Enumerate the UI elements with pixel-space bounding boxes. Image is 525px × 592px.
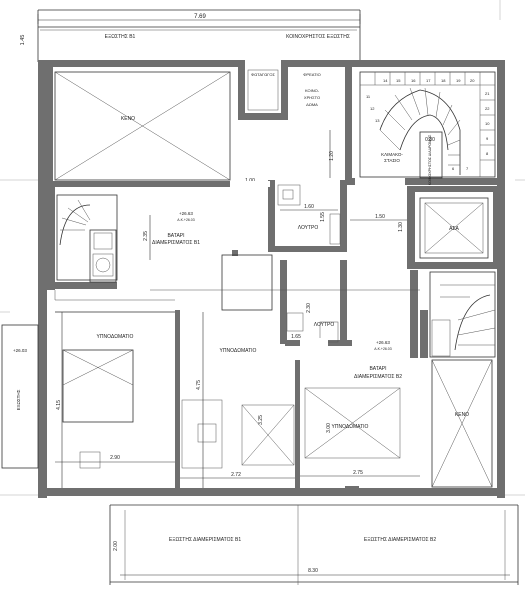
dim-lift-1-30: 1.30 (398, 222, 404, 232)
dim-bed3-2-75: 2.75 (353, 470, 363, 476)
dim-corridor-1-20: 1.20 (329, 151, 335, 161)
bottom-balcony: ΕΞΩΣΤΗΣ ΔΙΑΜΕΡΙΣΜΑΤΟΣ Β1 ΕΞΩΣΤΗΣ ΔΙΑΜΕΡΙ… (109, 504, 519, 585)
stair-num-8: 8 (486, 151, 489, 156)
dim-wc2-2-30: 2.30 (306, 303, 312, 313)
stair-num-14: 14 (383, 78, 388, 83)
dim-lift-1-50: 1.50 (375, 214, 385, 220)
label-bottom-balcony-2: ΕΞΩΣΤΗΣ ΔΙΑΜΕΡΙΣΜΑΤΟΣ Β2 (364, 537, 436, 543)
void-top-left: ΚΕΝΟ (54, 71, 231, 181)
dim-bed1-4-15: 4.15 (56, 400, 62, 410)
bath-1: 1.60 1.55 ΛΟΥΤΡΟ (277, 184, 341, 245)
dim-bottom-balcony: 2.00 (113, 541, 119, 551)
dim-bed1-2-90: 2.90 (110, 455, 120, 461)
label-west-balcony: ΕΞΩΣΤΗΣ (16, 389, 21, 410)
dim-bed2-3-25: 3.25 (258, 415, 264, 425)
walls (38, 60, 505, 498)
wc-2: 2.30 ΛΟΥΤΡΟ 1.65 (286, 303, 339, 343)
stair-num-17: 17 (426, 78, 431, 83)
label-shaft-2: ΦΡΕΑΤΙΟ (303, 72, 321, 77)
stair-num-10: 10 (485, 121, 490, 126)
label-void: ΚΕΝΟ (121, 116, 135, 122)
west-balcony: +26.03 ΕΞΩΣΤΗΣ (1, 324, 39, 469)
lift: ΑΣΑ 1.50 1.30 (350, 197, 489, 259)
stair-num-22: 22 (485, 106, 490, 111)
dim-bed2-2-72: 2.72 (231, 472, 241, 478)
label-common-space-2: ΧΡΗΣΤΟ (304, 95, 320, 100)
dim-top-width: 7.69 (194, 14, 206, 20)
stair-num-6: 6 (452, 166, 455, 171)
stair-left (56, 194, 118, 283)
stair-num-19: 19 (456, 78, 461, 83)
label-living-1: ΒΑΤΑΡΙ (167, 233, 184, 239)
upper-stair (359, 71, 496, 179)
label-level-2: +26.63 (376, 340, 390, 345)
label-living-1b: ΔΙΑΜΕΡΙΣΜΑΤΟΣ Β1 (152, 240, 200, 246)
void-lower-right: ΚΕΝΟ (431, 359, 493, 488)
stair-num-21: 21 (485, 91, 490, 96)
label-bedroom-3: ΥΠΝΟΔΩΜΑΤΙΟ (332, 424, 369, 430)
label-wc-2: ΛΟΥΤΡΟ (314, 322, 335, 328)
label-shaft-1: ΦΩΤΑΓΩΓΟΣ (251, 72, 276, 77)
stair-num-18: 18 (441, 78, 446, 83)
label-level-2b: Α.Κ.+26.03 (374, 347, 391, 351)
dim-bed2-4-75: 4.75 (196, 380, 202, 390)
stair-num-12: 12 (370, 106, 375, 111)
dim-bath-1-55: 1.55 (320, 212, 326, 222)
label-hallway-vertical: ΚΟΙΝΟΧΡΗΣΤΟΣ ΔΙΑΔΡΟΜΟΣ (428, 134, 432, 185)
stair-num-13: 13 (375, 118, 380, 123)
label-level-1b: Α.Κ.+26.03 (177, 218, 194, 222)
lower-stair (429, 271, 496, 358)
label-living-2: ΒΑΤΑΡΙ (369, 366, 386, 372)
label-stair-landing-1: ΚΛΙΜΑΚΟ- (381, 152, 403, 157)
label-bedroom-2: ΥΠΝΟΔΩΜΑΤΙΟ (220, 348, 257, 354)
stair-num-11: 11 (366, 94, 371, 99)
label-bottom-balcony-1: ΕΞΩΣΤΗΣ ΔΙΑΜΕΡΙΣΜΑΤΟΣ Β1 (169, 537, 241, 543)
label-top-balcony: ΕΞΩΣΤΗΣ Β1 (105, 34, 136, 40)
living-2: +26.63 Α.Κ.+26.03 ΒΑΤΑΡΙ ΔΙΑΜΕΡΙΣΜΑΤΟΣ Β… (354, 340, 402, 380)
bedroom-3: ΥΠΝΟΔΩΜΑΤΙΟ 3.00 2.75 (300, 387, 420, 477)
dim-bath-1-60: 1.60 (304, 204, 314, 210)
stair-num-20: 20 (470, 78, 475, 83)
label-level-1: +26.63 (179, 211, 193, 216)
stair-num-16: 16 (411, 78, 416, 83)
living-1: +26.63 Α.Κ.+26.03 ΒΑΤΑΡΙ ΔΙΑΜΕΡΙΣΜΑΤΟΣ Β… (143, 211, 200, 260)
bedroom-2: ΥΠΝΟΔΩΜΑΤΙΟ 4.75 2.72 3.25 (180, 312, 295, 488)
label-bedroom-1: ΥΠΝΟΔΩΜΑΤΙΟ (97, 334, 134, 340)
label-living-2b: ΔΙΑΜΕΡΙΣΜΑΤΟΣ Β2 (354, 374, 402, 380)
bedroom-1: ΥΠΝΟΔΩΜΑΤΙΟ 4.15 2.90 (55, 311, 175, 488)
dim-bed3-3-00: 3.00 (326, 423, 332, 433)
label-stair-landing-2: ΣΤΑΣΙΟ (384, 158, 400, 163)
dim-wc2-1-65: 1.65 (291, 334, 301, 340)
dim-left-top: 1.45 (20, 35, 26, 46)
dim-bottom-span: 8.30 (308, 568, 318, 574)
stair-num-15: 15 (396, 78, 401, 83)
top-balcony (37, 9, 361, 62)
label-bath-1: ΛΟΥΤΡΟ (298, 225, 319, 231)
label-common-balcony: ΚΟΙΝΟΧΡΗΣΤΟΣ ΕΞΩΣΤΗΣ (286, 34, 350, 40)
label-west-level: +26.03 (13, 348, 27, 353)
stair-numbers: 14 15 16 17 18 19 20 21 22 11 12 13 10 9… (366, 78, 490, 171)
door-openings (118, 178, 405, 346)
stair-num-9: 9 (486, 136, 489, 141)
central-corridor (54, 254, 420, 311)
label-common-space-1: ΚΟΙΝΟ- (305, 88, 320, 93)
label-lift: ΑΣΑ (449, 226, 459, 232)
dim-stair-gap: 0.80 (425, 137, 435, 143)
label-void-2: ΚΕΝΟ (455, 412, 469, 418)
stair-num-7: 7 (466, 166, 469, 171)
dim-living-2-35: 2.35 (143, 231, 149, 241)
label-common-space-3: ΔΩΜΑ (306, 102, 318, 107)
dimension-top: 7.69 (37, 14, 361, 24)
